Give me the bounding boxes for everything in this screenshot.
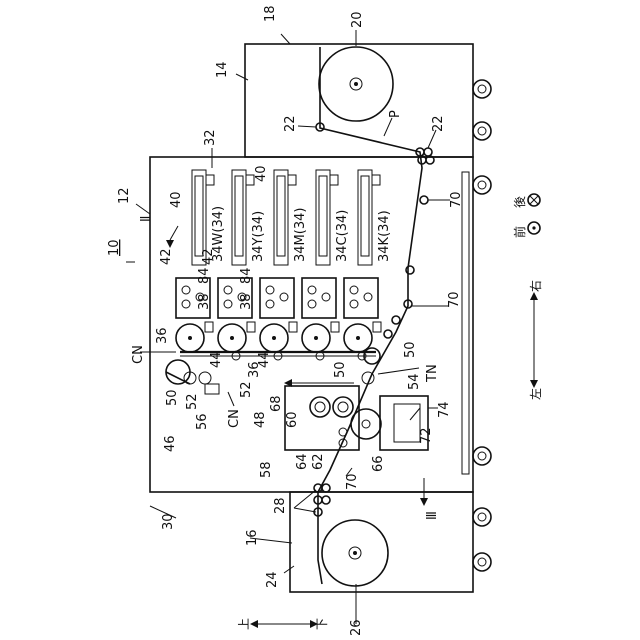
label-16: 16 [245, 529, 260, 546]
label-58: 58 [259, 461, 274, 478]
label-back: 後 [513, 196, 527, 208]
right-rail [462, 172, 469, 474]
label-14: 14 [215, 61, 230, 78]
label-62: 62 [311, 453, 326, 470]
label-40-left: 40 [169, 191, 184, 208]
label-44-right: 44 [257, 351, 272, 368]
label-front: 前 [512, 226, 527, 238]
label-left: 左 [528, 388, 543, 400]
label-22-right: 22 [431, 115, 446, 132]
label-34c: 34C(34) [335, 210, 350, 262]
label-70-top: 70 [449, 191, 464, 208]
label-22-left: 22 [283, 115, 298, 132]
label-50-left: 50 [165, 389, 180, 406]
label-52-left: 52 [185, 393, 200, 410]
label-60: 60 [285, 411, 300, 428]
label-section-iii: Ⅲ [425, 511, 440, 520]
label-cn-bottom: CN [227, 409, 242, 428]
label-up: 上 [237, 618, 251, 630]
label-20: 20 [350, 11, 365, 28]
label-84-left: 84 [197, 267, 212, 284]
label-56: 56 [195, 413, 210, 430]
label-28: 28 [273, 497, 288, 514]
label-74: 74 [437, 401, 452, 418]
label-30: 30 [161, 513, 176, 530]
label-72: 72 [419, 427, 434, 444]
label-34m: 34M(34) [293, 208, 308, 262]
label-66: 66 [371, 455, 386, 472]
label-down: 下 [315, 618, 329, 630]
label-40-right: 40 [254, 165, 269, 182]
label-36-left: 36 [155, 327, 170, 344]
label-42-left: 42 [159, 248, 174, 265]
label-34y: 34Y(34) [251, 211, 266, 262]
label-12: 12 [117, 187, 132, 204]
label-26: 26 [349, 619, 364, 636]
label-32: 32 [203, 129, 218, 146]
label-68: 68 [269, 395, 284, 412]
label-section-ii: Ⅱ [139, 216, 154, 222]
reference-numerals: 18 20 14 22 P 22 12 32 10 40 40 34W(34) … [107, 5, 464, 636]
caster-wheels [473, 80, 491, 571]
label-44-left: 44 [209, 351, 224, 368]
label-38-right: 38 [239, 293, 254, 310]
label-48: 48 [253, 411, 268, 428]
label-42-right: 42 [201, 248, 216, 265]
label-24: 24 [265, 571, 280, 588]
label-18: 18 [263, 5, 278, 22]
label-70-bottom: 70 [345, 473, 360, 490]
label-52-right: 52 [239, 381, 254, 398]
label-70-mid: 70 [447, 291, 462, 308]
label-50-mid: 50 [333, 361, 348, 378]
label-p: P [388, 110, 403, 118]
label-right: 右 [528, 280, 543, 292]
label-38-left: 38 [197, 293, 212, 310]
paper-path [318, 84, 422, 584]
label-46: 46 [163, 435, 178, 452]
label-cn-top: CN [131, 345, 146, 364]
label-54: 54 [407, 373, 422, 390]
label-84-right: 84 [239, 267, 254, 284]
label-tn: TN [425, 364, 440, 383]
label-10: 10 [107, 239, 122, 256]
label-64: 64 [295, 453, 310, 470]
label-50-right: 50 [403, 341, 418, 358]
upper-roll-housing [245, 44, 473, 157]
label-34k: 34K(34) [377, 210, 392, 262]
